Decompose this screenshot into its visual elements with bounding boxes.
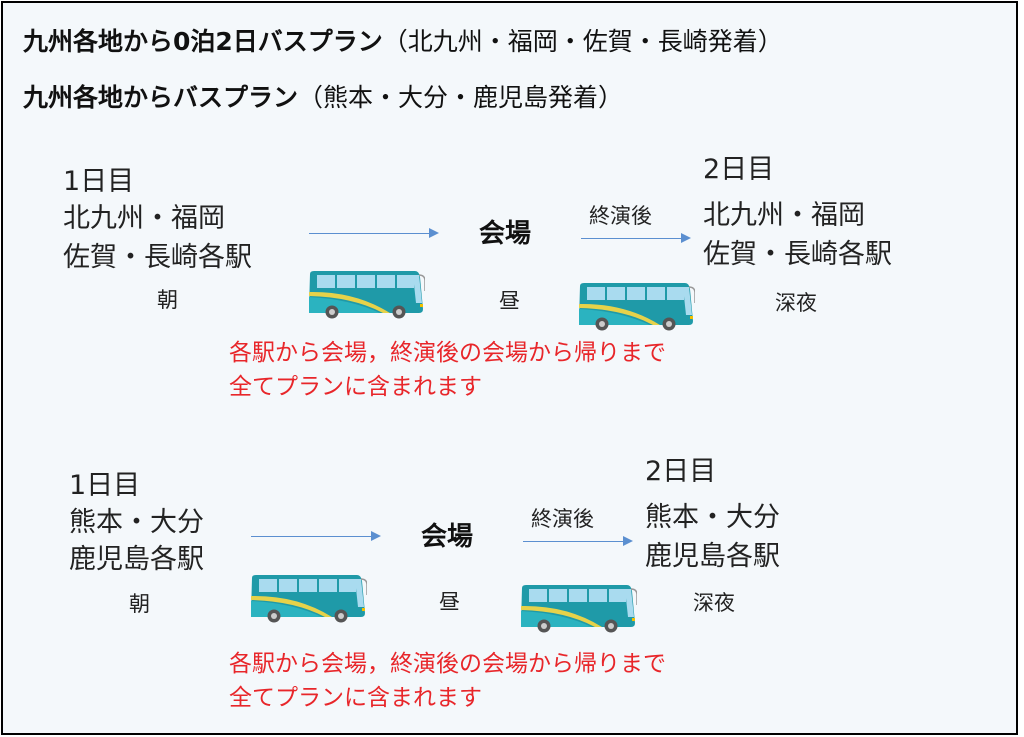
title-line-2: 九州各地からバスプラン（熊本・大分・鹿児島発着） xyxy=(23,83,624,112)
note-line-1: 各駅から会場，終演後の会場から帰りまで xyxy=(229,340,666,366)
venue-label: 会場 xyxy=(479,219,532,249)
arrow-right-icon xyxy=(309,228,439,238)
arrow-right-icon xyxy=(581,233,691,243)
noon-label: 昼 xyxy=(439,590,460,614)
morning-label: 朝 xyxy=(129,592,150,616)
day1-label: 1日目 xyxy=(63,166,135,197)
dest-line-2: 佐賀・長崎各駅 xyxy=(703,239,892,270)
arrow-right-icon xyxy=(251,531,381,541)
note-line-1: 各駅から会場，終演後の会場から帰りまで xyxy=(229,651,666,677)
origin-line-1: 北九州・福岡 xyxy=(63,203,225,234)
note-line-2: 全てプランに含まれます xyxy=(229,374,482,400)
bus-icon xyxy=(305,269,425,321)
arrow-right-icon xyxy=(523,536,633,546)
origin-line-2: 佐賀・長崎各駅 xyxy=(63,242,252,273)
day1-label: 1日目 xyxy=(69,470,141,501)
dest-line-2: 鹿児島各駅 xyxy=(645,541,780,572)
bus-icon xyxy=(517,583,637,635)
title-line-1: 九州各地から0泊2日バスプラン（北九州・福岡・佐賀・長崎発着） xyxy=(23,27,783,56)
after-show-label: 終演後 xyxy=(589,204,652,228)
dest-line-1: 熊本・大分 xyxy=(645,502,780,533)
origin-line-2: 鹿児島各駅 xyxy=(69,544,204,575)
after-show-label: 終演後 xyxy=(531,507,594,531)
bus-icon xyxy=(247,573,367,625)
note-line-2: 全てプランに含まれます xyxy=(229,685,482,711)
bus-icon xyxy=(575,281,695,333)
day2-label: 2日目 xyxy=(703,154,775,185)
late-night-label: 深夜 xyxy=(775,291,817,315)
day2-label: 2日目 xyxy=(645,456,717,487)
late-night-label: 深夜 xyxy=(693,591,735,615)
morning-label: 朝 xyxy=(157,288,178,312)
venue-label: 会場 xyxy=(421,522,474,552)
noon-label: 昼 xyxy=(499,289,520,313)
dest-line-1: 北九州・福岡 xyxy=(703,200,865,231)
origin-line-1: 熊本・大分 xyxy=(69,507,204,538)
